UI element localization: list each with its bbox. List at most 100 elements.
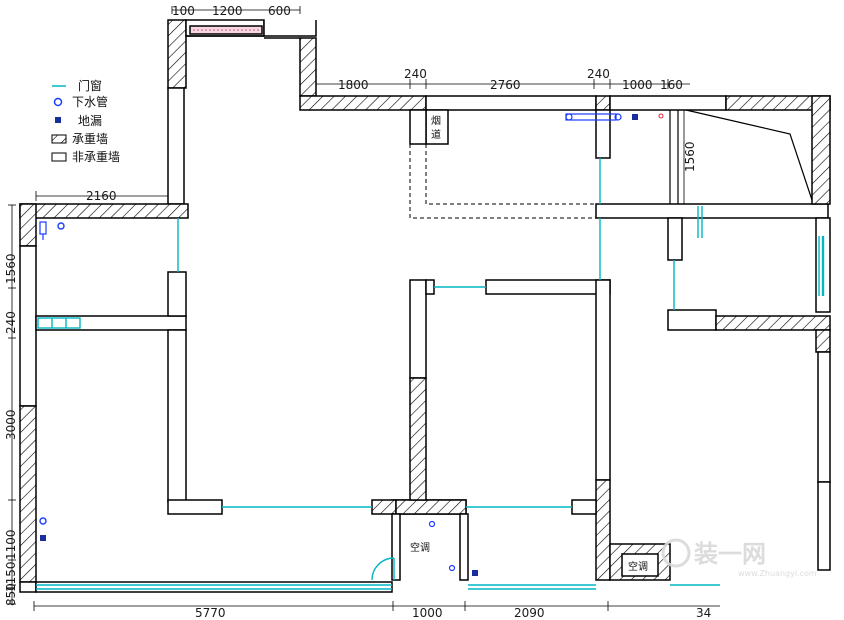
dim-left-top: 2160	[86, 189, 117, 203]
doors-windows	[36, 158, 825, 590]
non-load-bearing-wall	[391, 513, 401, 581]
non-load-bearing-wall	[167, 329, 187, 503]
labels: 烟 道 空调 空调	[410, 114, 648, 573]
watermark-logo-icon	[661, 538, 691, 568]
dim-upper-d: 240	[587, 67, 610, 81]
non-load-bearing-wall	[595, 203, 829, 219]
non-load-bearing-wall	[817, 351, 831, 483]
left-top-dimension: 2160	[35, 189, 171, 203]
load-bearing-wall	[371, 499, 397, 515]
dim-left-d: 1100	[4, 529, 18, 560]
pink-window-sill	[189, 25, 263, 35]
floor-drain-icon	[632, 114, 638, 120]
floor-drain-icon	[40, 535, 46, 541]
watermark-url: www.Zhuangyi.com	[738, 569, 817, 578]
right-vertical-dimension: 1560	[683, 110, 697, 205]
aircon-label-2: 空调	[628, 560, 648, 573]
floor-drain-icon	[55, 117, 61, 123]
dim-left-f: 850	[4, 583, 18, 606]
non-load-bearing-wall	[571, 499, 597, 515]
load-bearing-wall	[299, 95, 427, 111]
load-bearing-wall	[19, 203, 37, 247]
drain-pipe-icon	[565, 113, 573, 121]
dim-left-e: 1150	[4, 561, 18, 592]
non-load-bearing-wall	[167, 87, 185, 205]
legend-drain-pipe: 下水管	[72, 94, 108, 109]
drain-pipe-icon	[57, 222, 65, 230]
legend-non-load-bearing-wall: 非承重墙	[72, 150, 120, 164]
non-load-bearing-wall	[485, 279, 611, 295]
non-load-bearing-wall	[425, 95, 597, 111]
non-load-bearing-wall	[595, 279, 611, 481]
door-swing-arc	[371, 557, 395, 581]
pipe-fitting-icon	[39, 221, 47, 235]
non-load-bearing-wall	[167, 499, 223, 515]
non-load-bearing-wall	[409, 279, 427, 379]
dim-upper-a: 1800	[338, 78, 369, 92]
non-load-bearing-wall	[35, 581, 393, 593]
legend: 门窗 下水管 地漏 承重墙 非承重墙	[51, 78, 120, 164]
dim-upper-f: 160	[660, 78, 683, 92]
balcony-diagonal	[669, 109, 813, 204]
upper-dimension-line: 1800 240 2760 240 1000 160	[315, 67, 690, 92]
non-load-bearing-wall	[409, 109, 427, 145]
load-bearing-wall	[167, 19, 187, 89]
non-load-bearing-wall	[167, 271, 187, 317]
walls	[19, 19, 831, 593]
fixtures	[39, 113, 664, 576]
non-load-bearing-wall	[667, 309, 717, 331]
non-load-bearing-wall	[667, 217, 683, 261]
aircon-label: 空调	[410, 541, 430, 554]
drain-pipe-icon	[39, 517, 47, 525]
bottom-dimension-line: 5770 1000 2090 34	[33, 601, 720, 620]
aircon-inner-box	[621, 553, 659, 577]
dim-upper-c: 2760	[490, 78, 521, 92]
legend-load-bearing-wall: 承重墙	[72, 132, 108, 146]
dim-left-c: 3000	[4, 409, 18, 440]
left-vertical-dimensions: 1560 240 3000 1100 1150 850	[4, 204, 18, 606]
legend-floor-drain: 地漏	[78, 114, 102, 128]
non-load-bearing-wall	[817, 481, 831, 571]
non-load-bearing-wall	[35, 315, 187, 331]
load-bearing-wall	[715, 315, 831, 331]
non-load-bearing-wall	[19, 245, 37, 407]
flue-label-2: 道	[431, 128, 441, 141]
non-load-bearing-wall	[425, 279, 435, 295]
flue-label-1: 烟	[431, 114, 441, 127]
load-bearing-wall	[815, 329, 831, 353]
non-load-bearing-wall	[19, 581, 37, 593]
dim-top-a: 100	[172, 4, 195, 18]
dashed-partition	[409, 144, 596, 219]
non-load-bearing-wall	[459, 513, 469, 581]
load-bearing-wall	[19, 405, 37, 583]
dim-bottom-d: 34	[696, 606, 711, 620]
top-dimension-line: 100 1200 600	[171, 4, 301, 18]
load-bearing-wall	[595, 479, 611, 581]
left-window	[37, 317, 81, 329]
dim-top-c: 600	[268, 4, 291, 18]
dim-right-vertical: 1560	[683, 141, 697, 172]
watermark: 装一网 www.Zhuangyi.com	[661, 538, 817, 578]
valve-icon	[658, 113, 664, 119]
floor-drain-icon	[472, 570, 478, 576]
dim-upper-e: 1000	[622, 78, 653, 92]
drain-pipe-icon	[428, 520, 436, 528]
legend-door-window: 门窗	[78, 78, 102, 93]
non-load-bearing-wall	[595, 109, 611, 159]
dim-upper-b: 240	[404, 67, 427, 81]
drain-pipe-icon	[53, 97, 63, 107]
load-bearing-wall	[595, 95, 611, 111]
dim-left-a: 1560	[4, 253, 18, 284]
non-load-bearing-wall	[609, 95, 727, 111]
dim-bottom-b: 1000	[412, 606, 443, 620]
load-bearing-wall	[395, 499, 467, 515]
dim-bottom-c: 2090	[514, 606, 545, 620]
non-load-bearing-wall-swatch	[51, 152, 67, 162]
load-bearing-wall	[409, 377, 427, 501]
dim-bottom-a: 5770	[195, 606, 226, 620]
dim-top-b: 1200	[212, 4, 243, 18]
drain-pipe-icon	[448, 564, 456, 572]
load-bearing-wall	[299, 37, 317, 97]
load-bearing-wall	[19, 203, 189, 219]
